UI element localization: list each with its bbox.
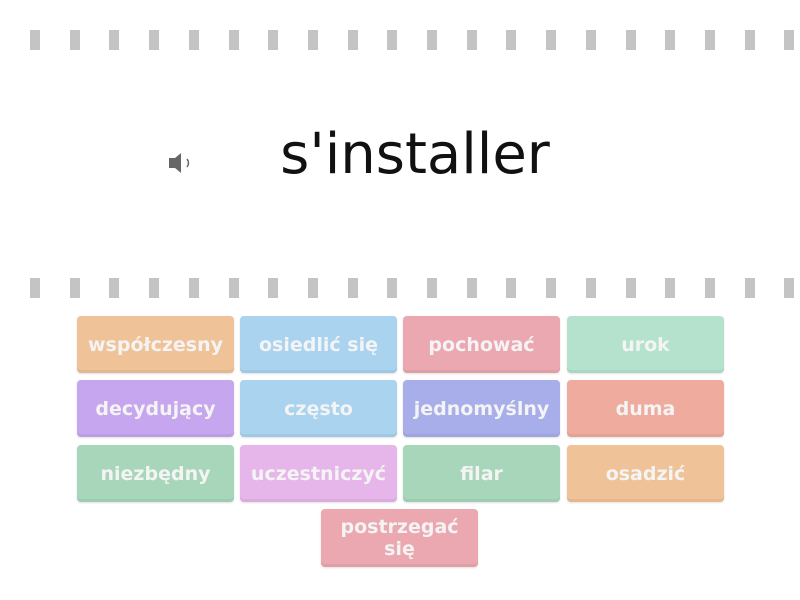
answer-tile[interactable]: często <box>240 380 397 437</box>
dash <box>229 30 239 50</box>
dash <box>665 278 675 298</box>
dash <box>70 278 80 298</box>
answer-tile[interactable]: osiedlić się <box>240 316 397 373</box>
answer-tile[interactable]: duma <box>567 380 724 437</box>
dash <box>784 278 794 298</box>
dash <box>189 278 199 298</box>
speaker-icon <box>169 153 190 173</box>
dash <box>506 30 516 50</box>
answer-tile[interactable]: współczesny <box>77 316 234 373</box>
dashed-divider-bottom <box>0 278 800 298</box>
dash <box>784 30 794 50</box>
dash <box>546 30 556 50</box>
dash <box>626 30 636 50</box>
dash <box>705 30 715 50</box>
dash <box>229 278 239 298</box>
dash <box>268 278 278 298</box>
dash <box>387 278 397 298</box>
dash <box>705 278 715 298</box>
play-audio-button[interactable] <box>168 151 196 175</box>
dash <box>586 30 596 50</box>
dash <box>427 278 437 298</box>
dash <box>427 30 437 50</box>
dash <box>546 278 556 298</box>
dash <box>109 278 119 298</box>
answer-tile[interactable]: jednomyślny <box>403 380 560 437</box>
answer-tile[interactable]: uczestniczyć <box>240 445 397 502</box>
dash <box>149 278 159 298</box>
dash <box>586 278 596 298</box>
dash <box>189 30 199 50</box>
dashed-divider-top <box>0 30 800 50</box>
dash <box>506 278 516 298</box>
dash <box>30 278 40 298</box>
dash <box>308 278 318 298</box>
answer-tile[interactable]: postrzegać się <box>321 509 478 567</box>
dash <box>30 30 40 50</box>
dash <box>70 30 80 50</box>
dash <box>745 30 755 50</box>
dash <box>308 30 318 50</box>
answer-tile[interactable]: pochować <box>403 316 560 373</box>
prompt-word: s'installer <box>280 122 550 187</box>
dash <box>149 30 159 50</box>
answer-tile[interactable]: urok <box>567 316 724 373</box>
dash <box>268 30 278 50</box>
dash <box>745 278 755 298</box>
dash <box>665 30 675 50</box>
dash <box>109 30 119 50</box>
dash <box>626 278 636 298</box>
dash <box>348 278 358 298</box>
dash <box>387 30 397 50</box>
answer-tile[interactable]: niezbędny <box>77 445 234 502</box>
dash <box>348 30 358 50</box>
answer-tile[interactable]: filar <box>403 445 560 502</box>
dash <box>467 278 477 298</box>
answer-tile[interactable]: osadzić <box>567 445 724 502</box>
dash <box>467 30 477 50</box>
answer-tile[interactable]: decydujący <box>77 380 234 437</box>
